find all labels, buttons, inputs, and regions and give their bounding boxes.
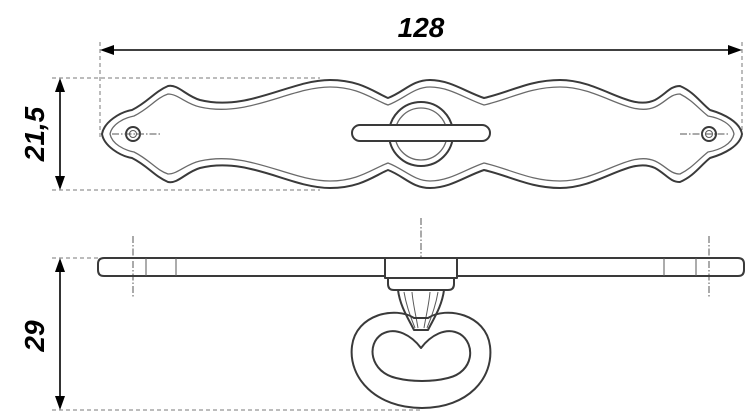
stem-flute-1 [403,291,416,329]
dimension-total-depth: 29 [19,258,65,410]
arrow-right [728,45,742,55]
arrow-depth-top [55,258,65,272]
stem-flute-3 [423,291,431,329]
arrow-left [100,45,114,55]
rosette-side-block [384,257,458,279]
stem-flute-4 [426,291,439,329]
decorative-stem [397,289,445,331]
arrow-depth-bottom [55,396,65,410]
dimension-label-length: 128 [398,12,445,43]
ring-pull-outer [350,311,492,409]
arrow-top [55,78,65,92]
dimension-label-plate-height: 21,5 [19,106,50,162]
dimension-label-total-depth: 29 [19,320,50,353]
arrow-bottom [55,176,65,190]
neck-collar [387,277,455,291]
side-view: 29 [19,218,745,411]
backplate-side-profile [97,257,745,277]
ring-pull-inner [371,330,472,382]
backplate-inner-outline [109,86,735,182]
top-view: 128 21,5 [19,12,743,191]
handle-bar [351,124,491,142]
stem-flute-2 [411,291,419,329]
backplate-outline [101,79,743,189]
dimension-length: 128 [100,12,742,55]
dimension-plate-height: 21,5 [19,78,65,190]
